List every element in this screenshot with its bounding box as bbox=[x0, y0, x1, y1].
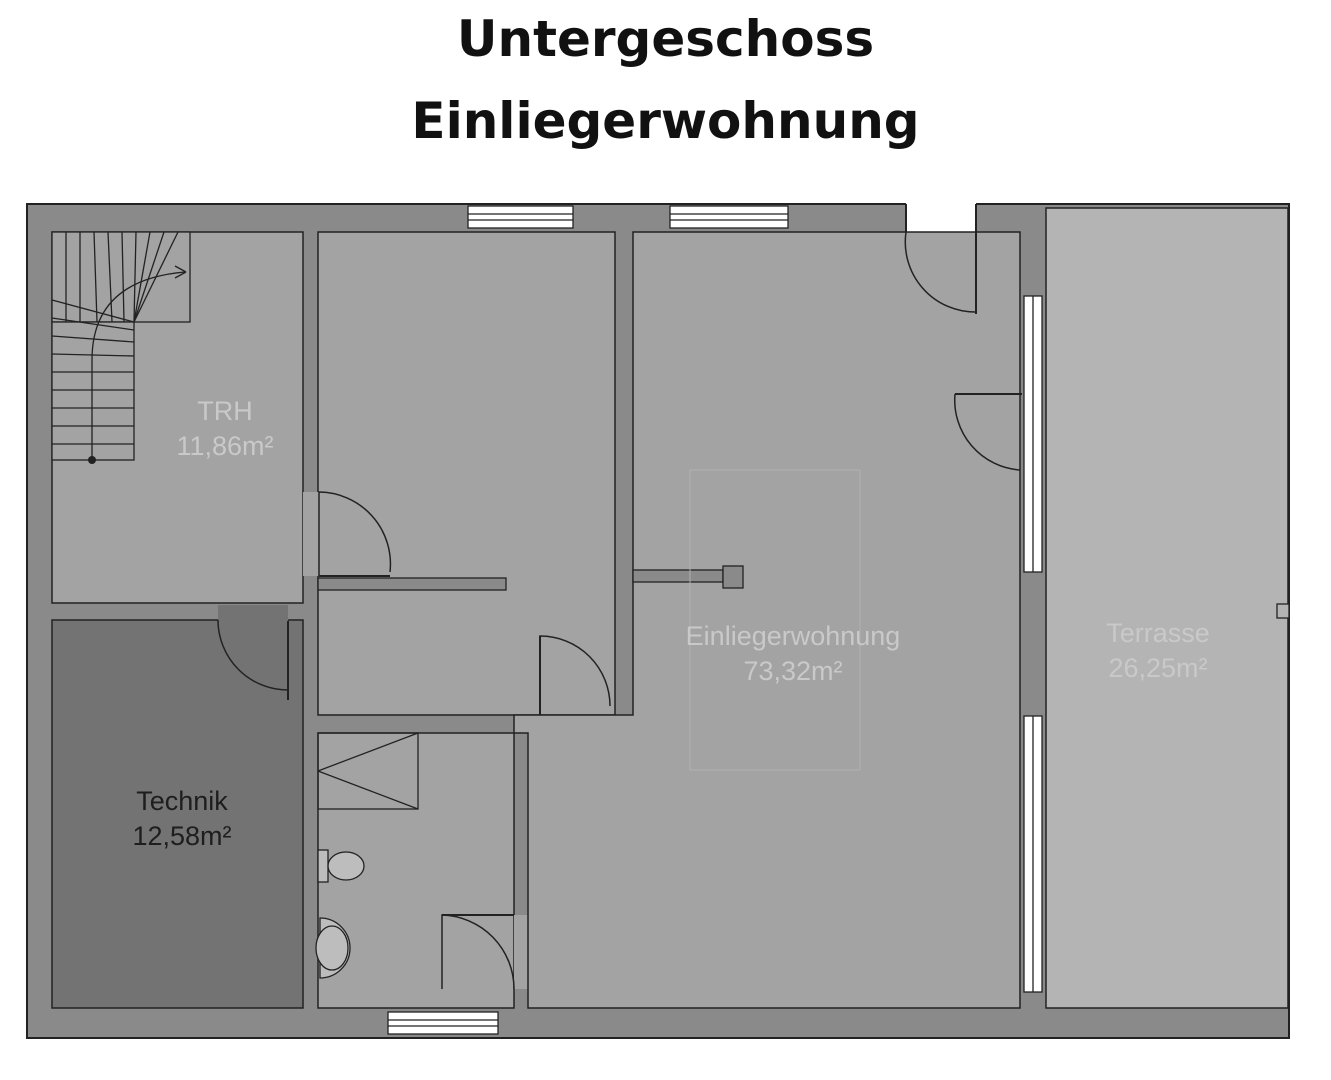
corridor-partition bbox=[317, 577, 507, 591]
washbasin bbox=[315, 917, 351, 979]
technik-door-swing bbox=[217, 619, 289, 691]
einliegerwohnung-name: Einliegerwohnung bbox=[686, 621, 901, 651]
glass-facade-upper bbox=[1023, 295, 1043, 573]
title-line-1: Untergeschoss bbox=[456, 10, 875, 68]
bedroom-room bbox=[317, 231, 616, 716]
toilet bbox=[317, 849, 365, 883]
technik-name: Technik bbox=[136, 786, 228, 816]
living-pillar bbox=[722, 565, 744, 589]
trh-name: TRH bbox=[197, 396, 253, 426]
terrasse-area: 26,25m² bbox=[1108, 653, 1207, 683]
entrance-door-swing bbox=[904, 231, 977, 313]
einliegerwohnung-area: 73,32m² bbox=[743, 656, 842, 686]
living-room bbox=[513, 231, 1021, 1009]
window-bottom bbox=[387, 1011, 499, 1035]
terrasse-name: Terrasse bbox=[1106, 618, 1210, 648]
title-line-2: Einliegerwohnung bbox=[411, 92, 920, 150]
terrace-door-swing bbox=[953, 393, 1021, 471]
technik-door-opening bbox=[218, 605, 288, 621]
window-top-left bbox=[467, 205, 574, 229]
glass-facade-lower bbox=[1023, 715, 1043, 993]
technik-area: 12,58m² bbox=[132, 821, 231, 851]
stair-start-dot bbox=[88, 456, 96, 464]
trh-door-swing bbox=[318, 491, 392, 576]
shower bbox=[317, 732, 419, 810]
window-top-right bbox=[669, 205, 789, 229]
staircase bbox=[51, 231, 191, 461]
bathroom-door-opening bbox=[514, 915, 528, 989]
entrance-opening bbox=[906, 202, 976, 232]
furniture-outline bbox=[689, 469, 861, 771]
corridor-door-swing bbox=[539, 635, 611, 715]
trh-area: 11,86m² bbox=[176, 431, 273, 461]
terrace-marker bbox=[1276, 603, 1290, 619]
terrasse-area bbox=[1045, 207, 1289, 1009]
living-partition bbox=[632, 569, 724, 583]
trh-door-opening bbox=[303, 492, 319, 576]
